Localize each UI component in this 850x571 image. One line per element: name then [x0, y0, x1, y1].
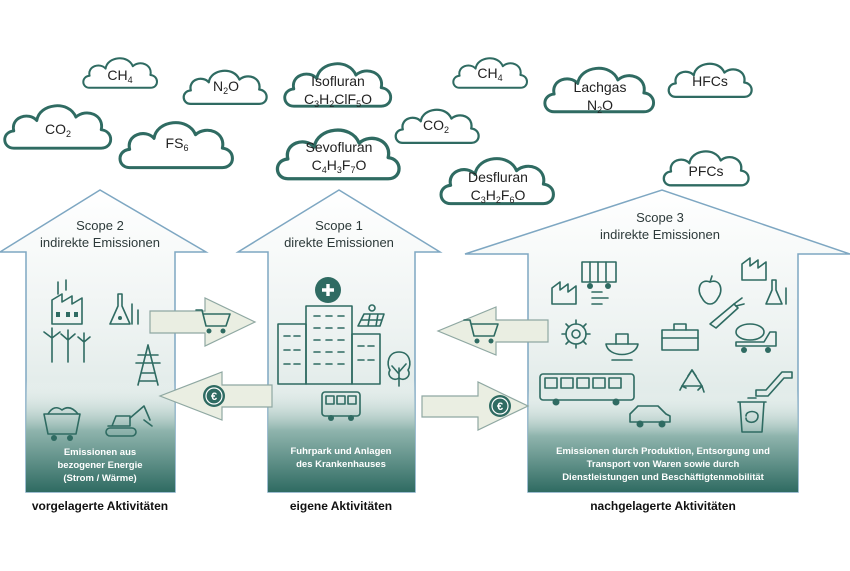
cloud-hfcs: HFCs [667, 62, 753, 99]
activity-label-own: eigene Aktivitäten [290, 499, 392, 513]
car-icon [629, 405, 671, 428]
bus-icon [321, 391, 361, 421]
wind-turbine-icon [43, 327, 91, 363]
recycle-bin-icon [737, 397, 767, 433]
scope-2-box-line: bezogener Energie [58, 460, 143, 471]
tree-icon [387, 351, 411, 387]
scope-2-box-line: (Strom / Wärme) [63, 473, 136, 484]
gear-icon [561, 319, 591, 349]
hospital-building-icon [277, 277, 381, 385]
scope-1-subtitle: direkte Emissionen [284, 235, 394, 250]
cloud-label: CO2 [45, 121, 71, 139]
cloud-co2-middle: CO2 [394, 108, 481, 145]
scope-3-box-line: Transport von Waren sowie durch [587, 459, 740, 470]
cement-truck-icon [735, 323, 777, 353]
factory-icon [741, 257, 767, 281]
scope-3-box [528, 390, 798, 492]
carrot-icon [709, 297, 745, 329]
escalator-icon [755, 371, 793, 397]
scope-1-box-line: Fuhrpark und Anlagen [291, 446, 392, 457]
lab-flask-icon [109, 293, 139, 325]
cloud-ch4-right: CH4 [452, 57, 529, 90]
scope-2-house: Scope 2 indirekte Emissionen Emissionen … [0, 189, 209, 493]
shopping-cart-icon [463, 319, 499, 344]
flow-arrow-euro-to-scope3: € [421, 381, 530, 431]
bus-icon [539, 373, 635, 406]
cloud-name: Sevofluran [306, 139, 373, 155]
cloud-co2-left: CO2 [2, 103, 113, 150]
cloud-label: N2O [213, 78, 239, 96]
factory-icon [551, 281, 609, 305]
food-bowl-icon [605, 333, 639, 361]
cloud-label: FS6 [166, 135, 189, 153]
flow-arrow-cart-to-scope1-from-scope3 [436, 306, 549, 356]
cloud-formula: N2O [587, 97, 613, 115]
scope-3-subtitle: indirekte Emissionen [600, 227, 720, 242]
cloud-label: CH4 [107, 67, 132, 85]
cloud-sevofluran: Sevofluran C4H3F7O [275, 128, 401, 181]
greenhouse-gas-clouds: CH4 N2O Isofluran C3H2ClF5O CH4 Lachgas … [2, 57, 753, 206]
flow-arrow-cart-to-scope1 [149, 297, 257, 347]
scope-1-house: Scope 1 direkte Emissionen Fuhrpark und … [235, 189, 443, 493]
apple-icon [698, 275, 722, 305]
cloud-formula: C3H2ClF5O [304, 91, 372, 109]
cloud-ch4-left: CH4 [82, 57, 159, 90]
cloud-formula: C3H2F6O [471, 187, 526, 205]
freight-wagon-icon [581, 261, 617, 289]
scope-1-title: Scope 1 [315, 218, 363, 233]
cloud-n2o: N2O [182, 69, 268, 106]
cloud-label: PFCs [689, 163, 724, 179]
scope-2-box-line: Emissionen aus [64, 447, 136, 458]
scope-3-box-line: Emissionen durch Produktion, Entsorgung … [556, 446, 770, 457]
excavator-icon [105, 405, 153, 437]
cloud-pfcs: PFCs [662, 150, 750, 187]
cloud-name: Isofluran [311, 73, 365, 89]
scope-1-box-line: des Krankenhauses [296, 459, 386, 470]
coal-mine-cart-icon [43, 406, 81, 441]
euro-coin-icon: € [489, 395, 511, 417]
scope-2-title: Scope 2 [76, 218, 124, 233]
cloud-lachgas: Lachgas N2O [542, 66, 656, 115]
euro-coin-icon: € [203, 385, 225, 407]
cloud-desfluran: Desfluran C3H2F6O [439, 156, 556, 206]
flow-arrow-euro-to-scope2: € [158, 371, 273, 421]
activity-label-downstream: nachgelagerte Aktivitäten [590, 499, 736, 513]
scope-1-box [268, 380, 415, 492]
cloud-isofluran: Isofluran C3H2ClF5O [282, 61, 393, 109]
solar-panel-icon [357, 304, 385, 327]
scope-3-title: Scope 3 [636, 210, 684, 225]
power-pylon-icon [135, 344, 161, 386]
scope-2-box [26, 380, 175, 492]
cloud-label: HFCs [692, 73, 728, 89]
toolbox-icon [661, 323, 699, 351]
scope-3-box-line: Dienstleistungen und Beschäftigtenmobili… [562, 472, 764, 483]
cloud-label: CO2 [423, 117, 449, 135]
recycling-icon [679, 369, 705, 393]
scope-2-subtitle: indirekte Emissionen [40, 235, 160, 250]
cloud-label: CH4 [477, 65, 502, 83]
cloud-name: Desfluran [468, 169, 528, 185]
cloud-name: Lachgas [574, 79, 627, 95]
svg-text:€: € [497, 401, 503, 413]
factory-icon [51, 279, 83, 325]
svg-text:€: € [211, 391, 217, 403]
shopping-cart-icon [195, 309, 231, 334]
activity-label-upstream: vorgelagerte Aktivitäten [32, 499, 168, 513]
lab-flask-icon [765, 279, 787, 305]
cloud-fs6: FS6 [118, 120, 235, 170]
cloud-formula: C4H3F7O [312, 157, 367, 175]
scope-3-house: Scope 3 indirekte Emissionen Emissionen … [464, 189, 850, 493]
